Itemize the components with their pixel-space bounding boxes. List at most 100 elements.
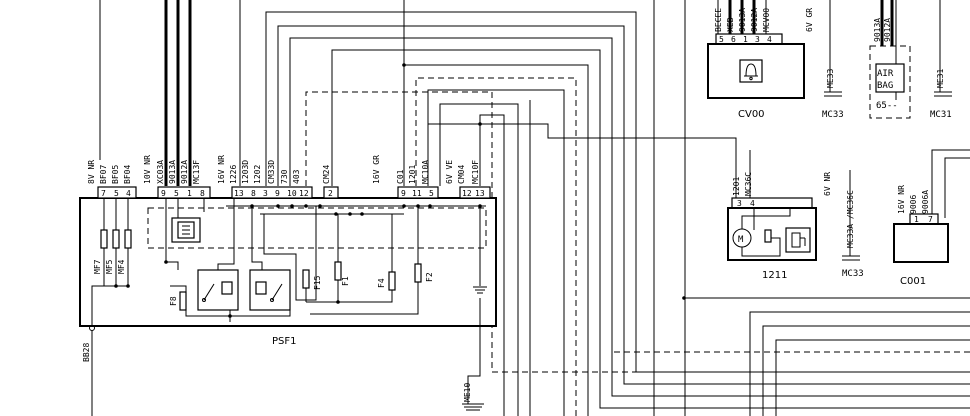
wire-gauge: 6V NR [823, 172, 832, 196]
pin: 9 [401, 189, 406, 198]
me10-ground: ME10 [462, 298, 484, 411]
wire-label: 16V GR [372, 155, 381, 184]
pin: 5 [429, 189, 434, 198]
pin: 3 [755, 35, 760, 44]
c001-module: 16V NR 9006 9006A 1 7 C001 [893, 185, 949, 287]
wire-label: BF04 [123, 165, 132, 184]
fuse-label: MF7 [93, 259, 102, 274]
fuel-pump-icon [785, 227, 811, 253]
psf1-wire-labels: 8V NR BF07 BF05 BF04 10V NR XC03A 9013A … [87, 155, 480, 184]
pin: 1 [743, 35, 748, 44]
wire-label: 16V NR [217, 155, 226, 184]
fuse-label: F8 [169, 296, 178, 306]
pin: 1 [914, 215, 919, 224]
wire-label: 6V VE [445, 160, 454, 184]
ground-label: MC33 [822, 110, 844, 120]
wire-label: 8V NR [87, 160, 96, 184]
relay-2 [249, 269, 291, 311]
wire-label: MCV00 [762, 8, 771, 32]
relay-1 [197, 269, 239, 311]
wire-label: 9006A [921, 190, 930, 214]
wire-label: 9012A [750, 8, 759, 32]
wire-label: MC36C [744, 172, 753, 196]
top-wire-bundle [99, 0, 970, 416]
pin: 9 [161, 189, 166, 198]
wire-label: 1202 [253, 165, 262, 184]
pin: 12 [299, 189, 309, 198]
pin: 9 [275, 189, 280, 198]
pin: 7 [928, 215, 933, 224]
fuel-pump-module: 1201 MC36C 6V NR 3 4 M 1211 MC33A /MC36C… [727, 170, 864, 281]
pump-name: 1211 [762, 270, 787, 281]
wire-label: MC13F [192, 160, 201, 184]
connector-label: ME33 [826, 69, 835, 88]
wire-label: XEB [726, 17, 735, 32]
fuse-label: F15 [313, 275, 322, 290]
bell-icon [739, 59, 763, 83]
me31-ground: ME31 MC31 [930, 0, 952, 120]
connector-label: ME10 [463, 383, 472, 402]
ground-icon [473, 286, 487, 294]
connector-label: ME31 [936, 69, 945, 88]
fuse-label: MF5 [105, 259, 114, 274]
pin: 4 [750, 199, 755, 208]
airbag-text-bottom: BAG [877, 81, 893, 91]
pin: 7 [101, 189, 106, 198]
wire-label: 403 [292, 169, 301, 184]
airbag-module: 9013A 9012A AIR BAG 65-- [869, 0, 911, 119]
psf1-module: 7 5 4 9 5 1 8 13 8 3 9 10 12 2 9 11 5 12… [79, 63, 686, 347]
ground-label: MC31 [930, 110, 952, 120]
me33-ground: ME33 MC33 [822, 0, 844, 120]
wire-label: 1201 [408, 165, 417, 184]
pin: 3 [737, 199, 742, 208]
wire-label: BECEE [714, 8, 723, 32]
wire-label: 9006 [909, 195, 918, 214]
ground-label: MC33 [842, 269, 864, 279]
wire-label: 1203D [241, 160, 250, 184]
pin: 13 [475, 189, 485, 198]
wire-label: 1201 [732, 177, 741, 196]
cv00-module: BECEE XEB 9013A 9012A MCV00 6V GR 5 6 1 … [707, 0, 814, 120]
fuse-label: F1 [341, 276, 350, 286]
svg-text:M: M [738, 235, 744, 245]
cv00-name: CV00 [738, 109, 765, 120]
wire-label: 730 [280, 169, 289, 184]
wire-label: BF05 [111, 165, 120, 184]
pin: 4 [767, 35, 772, 44]
psf1-name: PSF1 [272, 336, 297, 347]
pin: 8 [251, 189, 256, 198]
pin: 10 [287, 189, 297, 198]
ic-chip-icon [171, 217, 201, 243]
wire-label: MC10F [471, 160, 480, 184]
fuse-label: F2 [425, 272, 434, 282]
pin: 8 [200, 189, 205, 198]
bb28-connector: BB28 [82, 325, 95, 416]
wire-label: CM33D [267, 160, 276, 184]
wire-gauge: 16V NR [897, 185, 906, 214]
fuse-label: F4 [377, 278, 386, 288]
wire-label: CM24 [322, 165, 331, 184]
pin: 5 [719, 35, 724, 44]
pin: 13 [234, 189, 244, 198]
airbag-code: 65-- [876, 101, 898, 111]
psf1-pin-strip: 7 5 4 9 5 1 8 13 8 3 9 10 12 2 9 11 5 12… [97, 186, 491, 199]
pin: 11 [412, 189, 422, 198]
pin: 6 [731, 35, 736, 44]
wire-label: 9012A [180, 160, 189, 184]
ground-icon [462, 403, 484, 411]
wire-label: 1226 [229, 165, 238, 184]
wire-label: 9012A [883, 18, 892, 42]
wire-label: XC03A [156, 160, 165, 184]
pin: 5 [114, 189, 119, 198]
fuse-label: MF4 [117, 259, 126, 274]
pin: 4 [126, 189, 131, 198]
wire-gauge: 6V GR [805, 8, 814, 32]
pin: 3 [263, 189, 268, 198]
wire-label: BF07 [99, 165, 108, 184]
wire-label: 10V NR [143, 155, 152, 184]
pin: 2 [328, 189, 333, 198]
pin: 1 [187, 189, 192, 198]
wire-label: C01 [396, 169, 405, 184]
pin: 5 [174, 189, 179, 198]
